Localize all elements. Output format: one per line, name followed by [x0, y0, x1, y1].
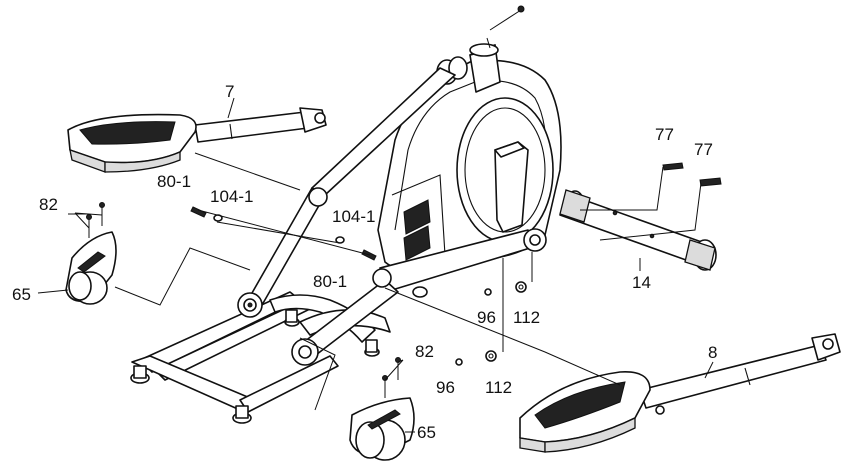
handle-arm	[237, 67, 456, 318]
axle-shaft-part-14	[559, 189, 717, 271]
cover-part-65-left	[65, 231, 117, 305]
label-104-1-bottom: 104-1	[332, 207, 375, 226]
label-112-top: 112	[513, 308, 540, 327]
lower-pedal-arm	[291, 228, 547, 366]
pedal-arm-part-7	[67, 97, 327, 173]
label-104-1-top: 104-1	[210, 187, 253, 206]
callout-labels: 7 8 14 65 65 77 77 80-1 80-1 82 82 96 96…	[12, 82, 717, 442]
label-112-bottom: 112	[485, 378, 512, 397]
fasteners	[86, 162, 722, 398]
label-8: 8	[708, 343, 717, 362]
label-65-left: 65	[12, 285, 31, 304]
leader-lines	[37, 152, 702, 433]
label-82-right: 82	[415, 342, 434, 361]
label-82-left: 82	[39, 195, 58, 214]
cover-part-65-right	[349, 397, 415, 461]
label-14: 14	[632, 273, 651, 292]
label-80-1-top: 80-1	[157, 172, 191, 191]
label-77-right: 77	[694, 140, 713, 159]
label-65-right: 65	[417, 423, 436, 442]
crank-arm	[494, 141, 529, 233]
label-96-bottom: 96	[436, 378, 455, 397]
pedal-arm-part-8	[519, 333, 841, 453]
label-96-top: 96	[477, 308, 496, 327]
label-7: 7	[225, 82, 234, 101]
label-77-left: 77	[655, 125, 674, 144]
label-80-1-bottom: 80-1	[313, 272, 347, 291]
